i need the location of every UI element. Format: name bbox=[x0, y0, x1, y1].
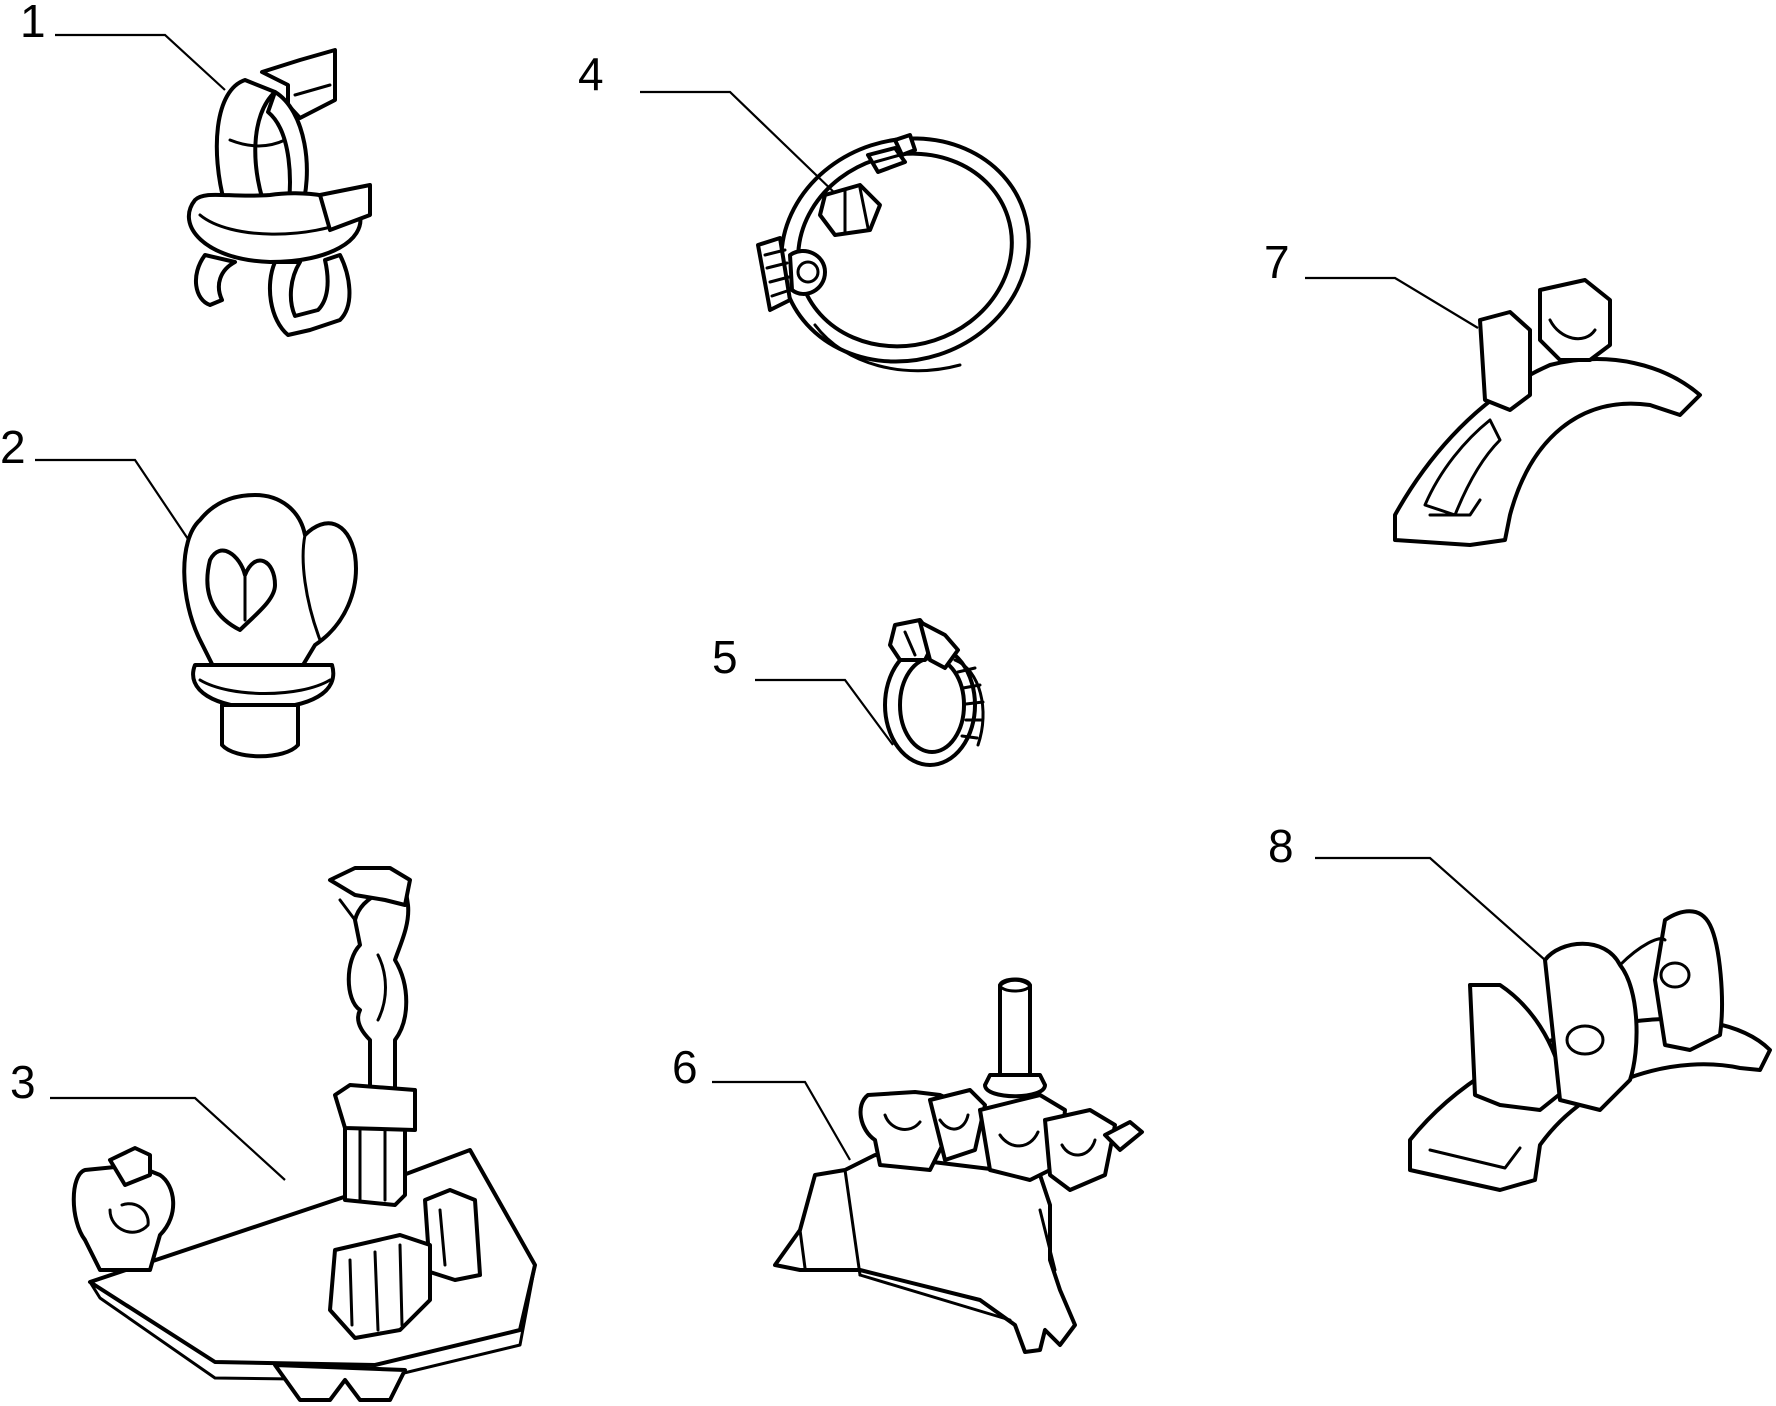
part-1-clip: 1 bbox=[20, 0, 372, 337]
part-1-number: 1 bbox=[20, 0, 46, 47]
part-1-leader bbox=[55, 33, 226, 91]
part-6-number: 6 bbox=[672, 1041, 698, 1093]
part-2-number: 2 bbox=[0, 421, 26, 473]
part-5-leader bbox=[755, 678, 894, 746]
part-5-number: 5 bbox=[712, 631, 738, 683]
part-6-bracket: 6 bbox=[672, 977, 1144, 1354]
part-3-bracket: 3 bbox=[10, 866, 537, 1402]
part-3-number: 3 bbox=[10, 1056, 36, 1108]
part-4-leader bbox=[640, 90, 841, 199]
part-6-leader bbox=[712, 1080, 851, 1161]
part-4-clamp: 4 bbox=[578, 48, 1031, 373]
part-3-leader bbox=[50, 1096, 286, 1181]
part-7-leader bbox=[1305, 276, 1479, 329]
part-8-leader bbox=[1315, 856, 1546, 961]
part-8-bracket: 8 bbox=[1268, 820, 1772, 1192]
part-7-bracket: 7 bbox=[1264, 236, 1702, 547]
part-8-number: 8 bbox=[1268, 820, 1294, 872]
part-5-clamp: 5 bbox=[712, 618, 985, 767]
part-7-number: 7 bbox=[1264, 236, 1290, 288]
part-2-clip: 2 bbox=[0, 421, 358, 759]
part-2-leader bbox=[35, 458, 193, 546]
part-4-number: 4 bbox=[578, 48, 604, 100]
